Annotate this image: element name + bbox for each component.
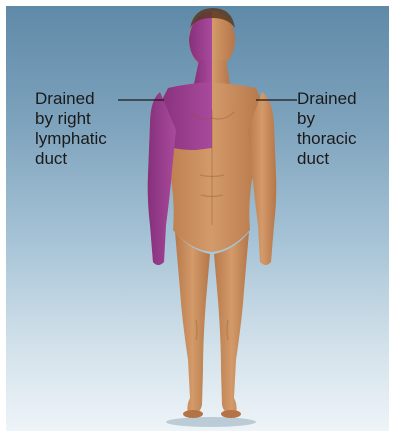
feet <box>183 410 241 418</box>
label-right-lymphatic-duct: Drained by right lymphatic duct <box>35 89 107 169</box>
floor-shadow <box>166 417 256 427</box>
label-thoracic-duct: Drained by thoracic duct <box>297 89 357 169</box>
